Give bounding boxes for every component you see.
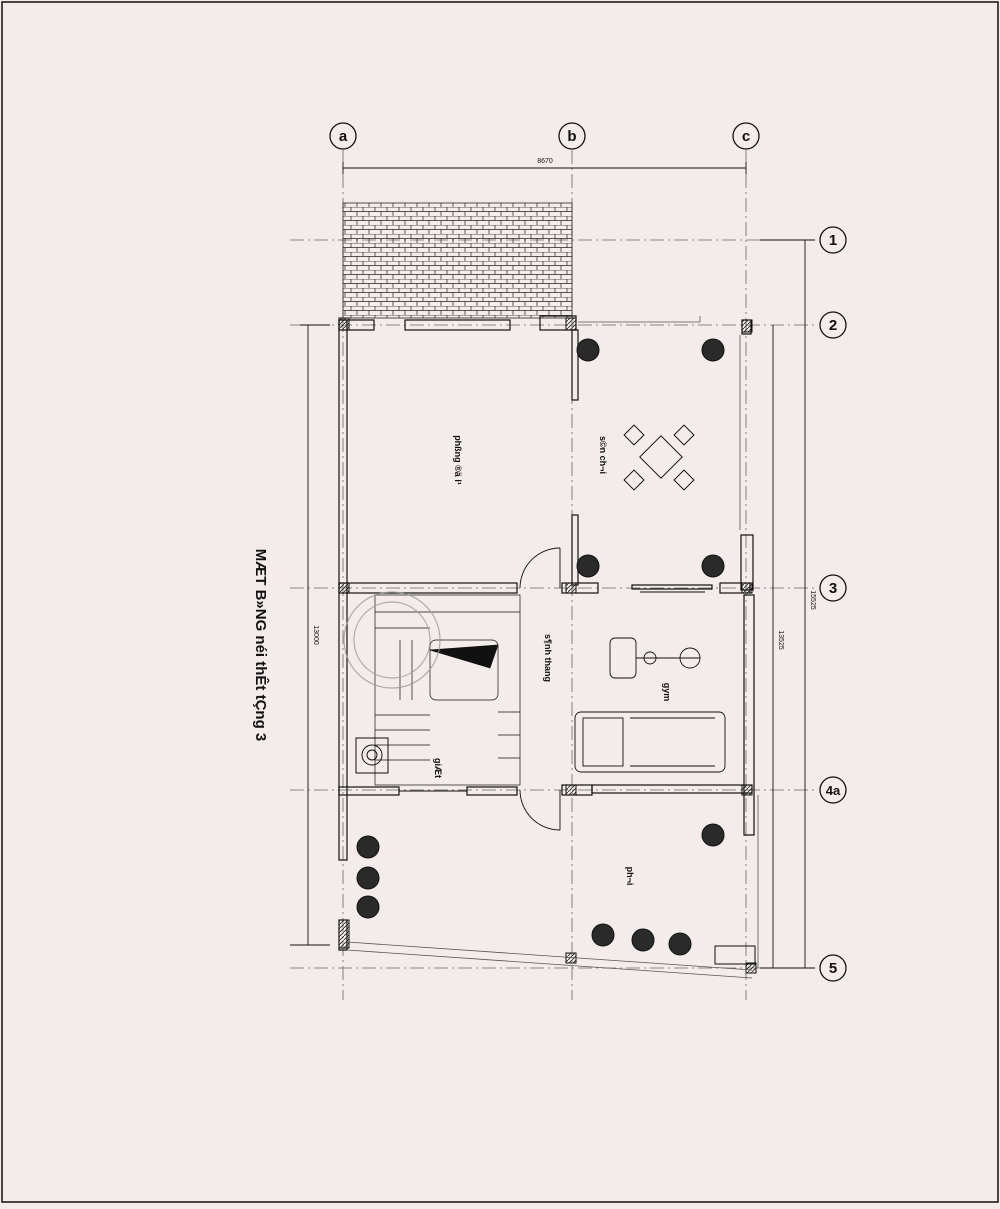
axis-label-c: c <box>742 128 750 145</box>
laundry-fixtures <box>355 737 756 965</box>
room-label-worship: phßng ®ä l¹ <box>453 435 463 485</box>
railings <box>346 316 759 979</box>
axis-label-1: 1 <box>829 232 837 249</box>
company-stamp <box>343 591 441 689</box>
dimension-top: 8670 <box>537 158 553 165</box>
dimension-right-inner: 13525 <box>777 630 784 650</box>
room-label-laundry: giÆt <box>433 758 443 778</box>
axis-bubble-1 <box>819 226 847 254</box>
room-label-gym: gym <box>662 683 672 702</box>
roof-tiles <box>342 202 573 319</box>
axis-bubble-b <box>558 122 586 150</box>
axis-bubbles <box>329 122 847 982</box>
axis-bubble-a <box>329 122 357 150</box>
axis-bubble-3 <box>819 574 847 602</box>
axis-bubble-c <box>732 122 760 150</box>
axis-label-4a: 4a <box>826 783 841 798</box>
axis-label-5: 5 <box>829 960 837 977</box>
plants <box>356 338 725 956</box>
axis-label-2: 2 <box>829 317 837 334</box>
drawing-title: MÆT B»NG néi thÊt tÇng 3 <box>252 549 270 742</box>
room-label-terrace: ph¬i <box>625 867 635 886</box>
staircase <box>374 594 521 786</box>
axis-bubble-2 <box>819 311 847 339</box>
gym-equipment <box>574 637 726 773</box>
room-label-balcony: s©n ch¬i <box>598 436 608 474</box>
doors <box>399 547 705 831</box>
columns <box>338 317 757 974</box>
dimension-right-outer: 15525 <box>809 590 816 610</box>
axis-bubble-5 <box>819 954 847 982</box>
room-label-stair-hall: s¶nh thang <box>543 634 553 682</box>
dimension-lines <box>290 162 815 969</box>
axis-label-a: a <box>339 128 348 145</box>
dimension-left: 13000 <box>312 625 319 645</box>
axis-bubble-4a <box>819 776 847 804</box>
axis-label-3: 3 <box>829 580 837 597</box>
table-set <box>623 424 695 491</box>
axis-label-b: b <box>567 128 576 145</box>
